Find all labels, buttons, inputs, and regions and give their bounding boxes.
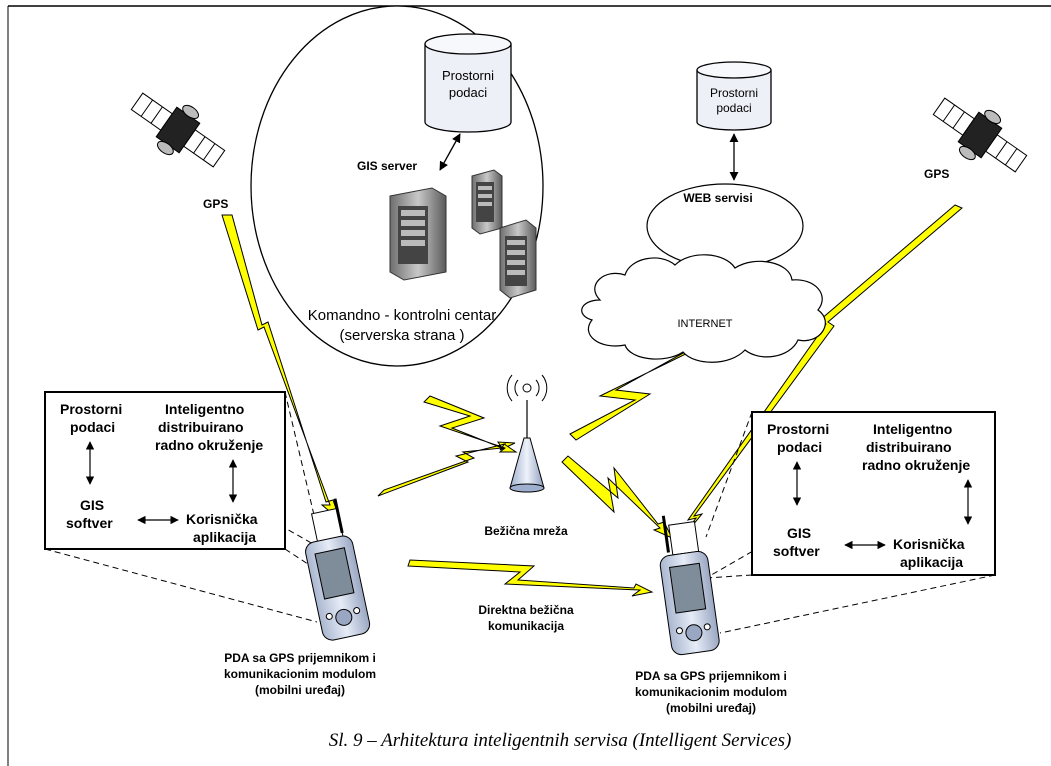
pda-icon-left [305, 498, 371, 641]
wireless-network-label: Bežična mreža [484, 524, 568, 538]
lightning-left-tower [423, 395, 518, 453]
gis-db-arrow [439, 133, 461, 171]
left-spatial-label-1: Prostorni [60, 401, 122, 417]
left-spatial-label-2: podaci [70, 419, 115, 435]
internet-label: INTERNET [678, 318, 733, 330]
gps-label-right: GPS [924, 167, 949, 181]
direct-comm-label-1: Direktna bežična [478, 603, 574, 617]
server-icon-medium [499, 219, 537, 299]
left-app-label-1: Korisnička [186, 511, 258, 527]
pda-left-label-2: komunikacionim modulom [224, 667, 376, 681]
web-db-label-2: podaci [716, 101, 751, 115]
web-database-icon [696, 61, 772, 131]
web-services-label: WEB servisi [683, 191, 752, 205]
server-icon-large [389, 187, 447, 281]
lightning-bolts [221, 204, 963, 597]
control-center-label-2: (serverska strana ) [339, 327, 464, 344]
right-env-label-3: radno okruženje [862, 457, 970, 473]
pda-left-label-1: PDA sa GPS prijemnikom i [224, 651, 376, 665]
gis-database-icon [424, 33, 512, 133]
pda-right-label-1: PDA sa GPS prijemnikom i [635, 669, 787, 683]
right-app-label-2: aplikacija [900, 554, 963, 570]
left-env-label-2: distribuirano [158, 419, 244, 435]
satellite-icon-left [130, 92, 226, 168]
pda-right-label-3: (mobilni uređaj) [666, 701, 756, 715]
wireless-tower-icon [506, 374, 548, 493]
right-gis-label-2: softver [773, 543, 820, 559]
pda-icon-right [659, 515, 720, 656]
control-center-label-1: Komandno - kontrolni centar [308, 307, 496, 324]
left-gis-label-2: softver [66, 515, 113, 531]
internet-cloud-icon [581, 254, 826, 363]
gis-db-label-2: podaci [449, 85, 487, 100]
gis-db-label-1: Prostorni [442, 68, 494, 83]
left-app-label-2: aplikacija [193, 529, 256, 545]
left-gis-label-1: GIS [80, 497, 104, 513]
gis-server-label: GIS server [357, 159, 417, 173]
left-env-label-3: radno okruženje [155, 437, 263, 453]
left-env-label-1: Inteligentno [165, 401, 244, 417]
web-db-label-1: Prostorni [710, 86, 758, 100]
right-env-label-1: Inteligentno [873, 421, 952, 437]
gps-label-left: GPS [203, 197, 228, 211]
satellite-icon-right [932, 97, 1028, 173]
right-app-label-1: Korisnička [893, 536, 965, 552]
lightning-direct [407, 559, 654, 597]
right-env-label-2: distribuirano [866, 439, 952, 455]
pda-right-label-2: komunikacionim modulom [635, 685, 787, 699]
lightning-tower-pda-right [561, 455, 674, 540]
server-icon-small [471, 169, 503, 235]
right-spatial-label-2: podaci [777, 439, 822, 455]
figure-caption: Sl. 9 – Arhitektura inteligentnih servis… [329, 730, 792, 751]
lightning-pda-tower-left [377, 441, 516, 497]
pda-left-label-3: (mobilni uređaj) [255, 683, 345, 697]
right-gis-label-1: GIS [787, 525, 811, 541]
right-spatial-label-1: Prostorni [767, 421, 829, 437]
direct-comm-label-2: komunikacija [488, 619, 564, 633]
